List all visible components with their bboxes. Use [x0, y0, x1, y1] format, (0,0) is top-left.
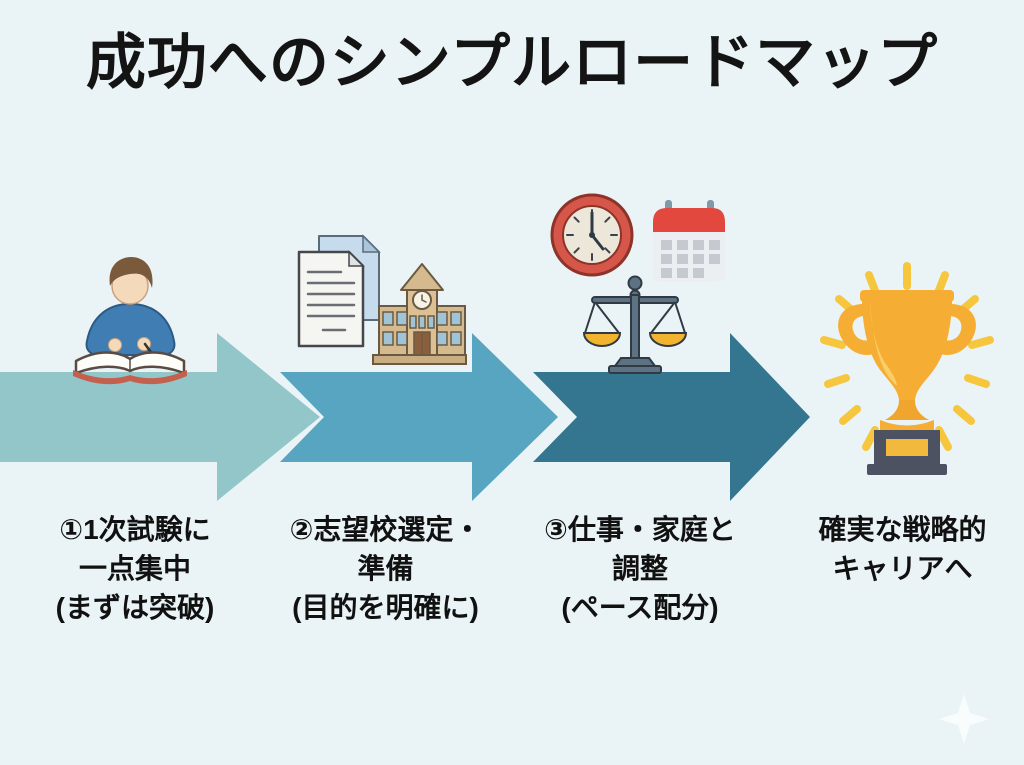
step-3-line-1: ③仕事・家庭と — [544, 514, 736, 545]
step-4-label: 確実な戦略的 キャリアへ — [780, 510, 1024, 588]
trophy-icon — [812, 248, 1002, 498]
step-1-line-1: ①1次試験に — [59, 514, 211, 545]
person-studying-icon — [68, 248, 193, 390]
step-2-line-2: 準備 — [357, 553, 414, 584]
sparkle-icon — [939, 694, 989, 744]
step-4-line-2: キャリアへ — [832, 553, 973, 584]
step-3-line-3: (ペース配分) — [561, 592, 719, 623]
step-2-label: ②志望校選定・ 準備 (目的を明確に) — [258, 510, 513, 627]
page-title: 成功へのシンプルロードマップ — [85, 29, 939, 96]
step-2-line-3: (目的を明確に) — [292, 592, 479, 623]
step-1-line-3: (まずは突破) — [55, 592, 215, 623]
step-1-line-2: 一点集中 — [78, 553, 191, 584]
documents-school-icon — [283, 228, 468, 370]
arrow-step-2 — [280, 333, 558, 501]
clock-calendar-scale-icon — [535, 192, 730, 377]
step-3-line-2: 調整 — [611, 553, 668, 584]
step-3-label: ③仕事・家庭と 調整 (ペース配分) — [515, 510, 765, 627]
step-4-line-1: 確実な戦略的 — [818, 514, 987, 545]
arrow-step-3 — [533, 333, 810, 501]
step-1-label: ①1次試験に 一点集中 (まずは突破) — [10, 510, 260, 627]
step-2-line-1: ②志望校選定・ — [289, 514, 482, 545]
